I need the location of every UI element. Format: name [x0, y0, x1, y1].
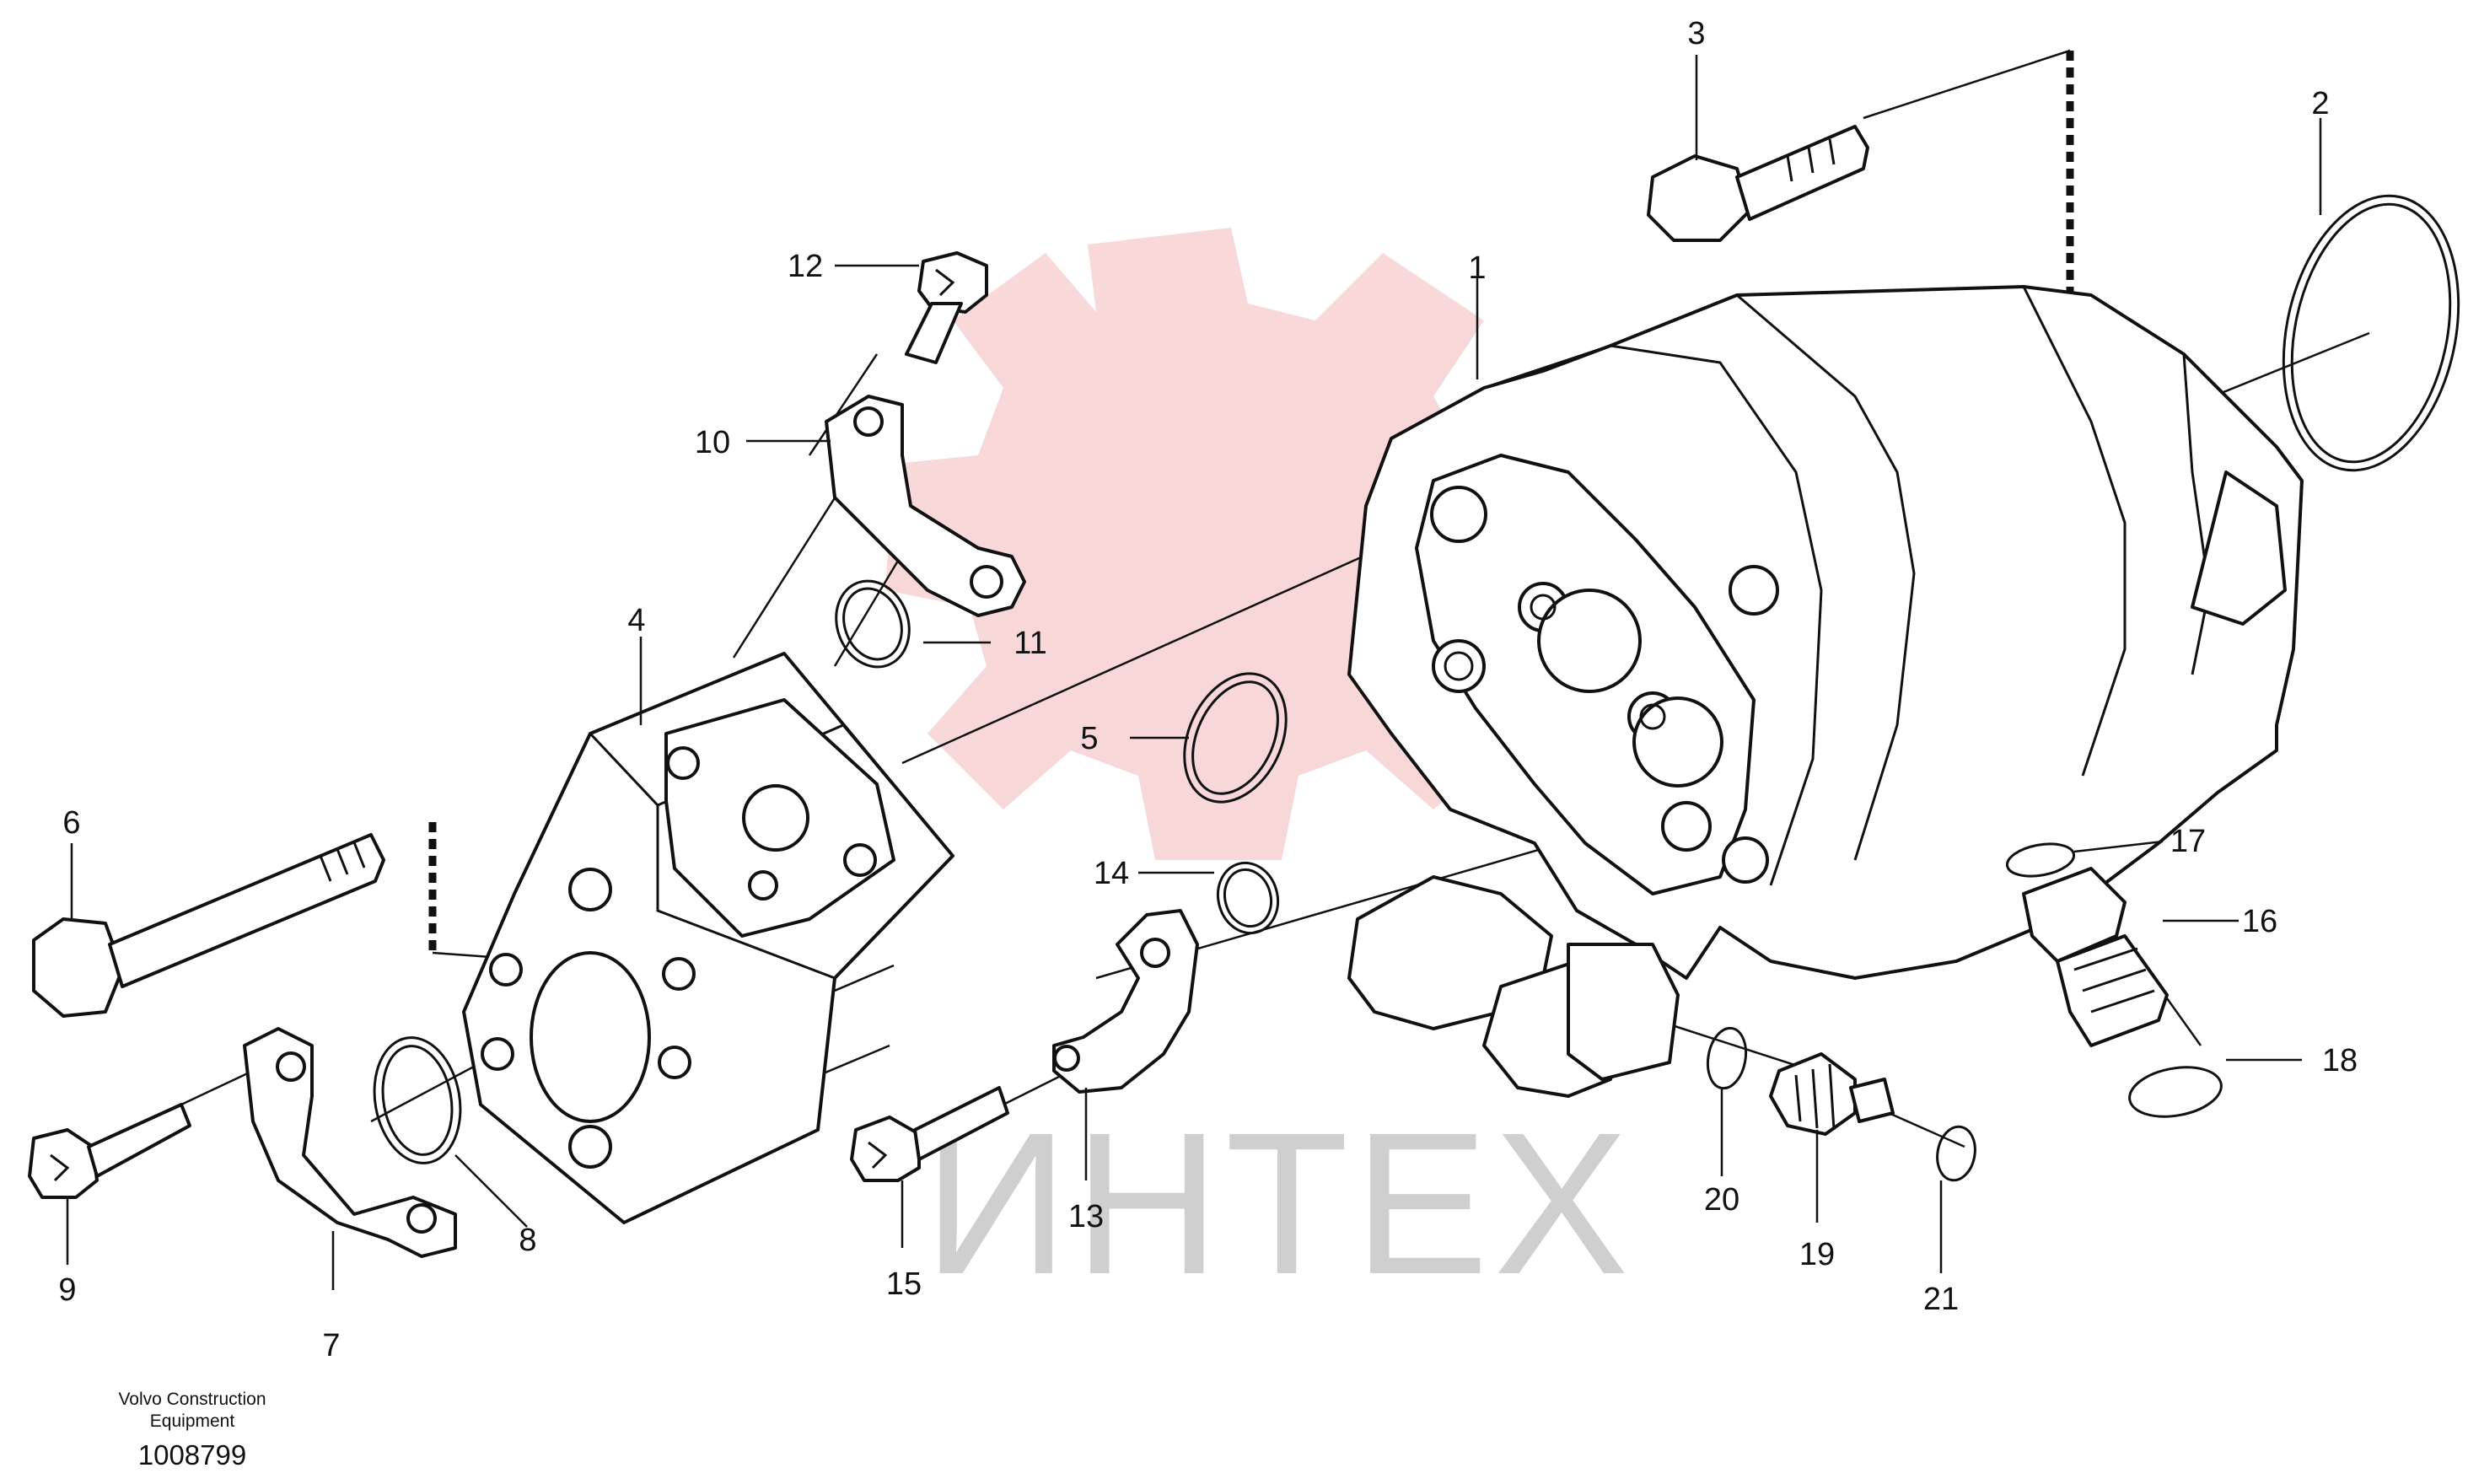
callout-18: 18 [2322, 1043, 2358, 1078]
socket-cap-screw-9 [28, 1103, 191, 1199]
pressure-sensor [1769, 1052, 1895, 1136]
callout-14: 14 [1094, 856, 1129, 891]
diagram-caption: Volvo Construction Equipment 1008799 [118, 1390, 266, 1471]
callout-12: 12 [788, 249, 823, 284]
callout-10: 10 [695, 425, 730, 460]
o-ring-14 [1216, 861, 1280, 935]
o-ring-5 [1183, 672, 1288, 804]
o-ring-21 [1936, 1125, 1976, 1182]
long-hex-bolt [32, 833, 385, 1018]
socket-cap-screw-15 [850, 1086, 1009, 1182]
caption-company-line1: Volvo Construction [118, 1390, 266, 1409]
callout-13: 13 [1068, 1199, 1104, 1234]
caption-company-line2: Equipment [150, 1411, 235, 1431]
o-ring-11 [835, 579, 911, 669]
callout-9: 9 [58, 1272, 76, 1308]
callout-leaders [66, 55, 2322, 1290]
adapter-fitting [2022, 867, 2169, 1047]
caption-diagram-code: 1008799 [138, 1439, 246, 1471]
callout-2: 2 [2311, 86, 2329, 121]
callout-3: 3 [1687, 16, 1705, 51]
pump-housing [1347, 285, 2304, 1098]
socket-cap-screw-12 [905, 251, 988, 364]
o-ring-8 [373, 1036, 462, 1164]
callout-5: 5 [1080, 721, 1098, 756]
watermark-text: ИНТЕХ [923, 1090, 1634, 1316]
o-ring-large [2282, 194, 2460, 472]
callout-15: 15 [886, 1266, 922, 1302]
callout-4: 4 [627, 603, 645, 638]
callout-17: 17 [2170, 824, 2206, 859]
callout-1: 1 [1468, 250, 1486, 286]
callout-19: 19 [1799, 1237, 1835, 1272]
flange-clamp-upper [825, 395, 1026, 617]
flange-block [462, 652, 954, 1224]
flange-clamp-13 [1052, 909, 1199, 1094]
callout-labels: 1 2 3 4 5 6 7 8 9 10 11 12 13 14 15 16 1… [58, 16, 2358, 1363]
o-ring-17 [2005, 842, 2076, 878]
callout-6: 6 [62, 805, 80, 841]
callout-16: 16 [2242, 904, 2277, 939]
callout-7: 7 [322, 1328, 340, 1363]
callout-11: 11 [1014, 626, 1046, 661]
callout-8: 8 [519, 1223, 536, 1258]
flange-clamp-lower [243, 1027, 457, 1258]
callout-20: 20 [1704, 1182, 1739, 1218]
callout-21: 21 [1923, 1282, 1959, 1317]
hex-bolt-top [1647, 125, 1869, 242]
o-ring-20 [1706, 1026, 1748, 1090]
o-ring-18 [2128, 1066, 2223, 1118]
